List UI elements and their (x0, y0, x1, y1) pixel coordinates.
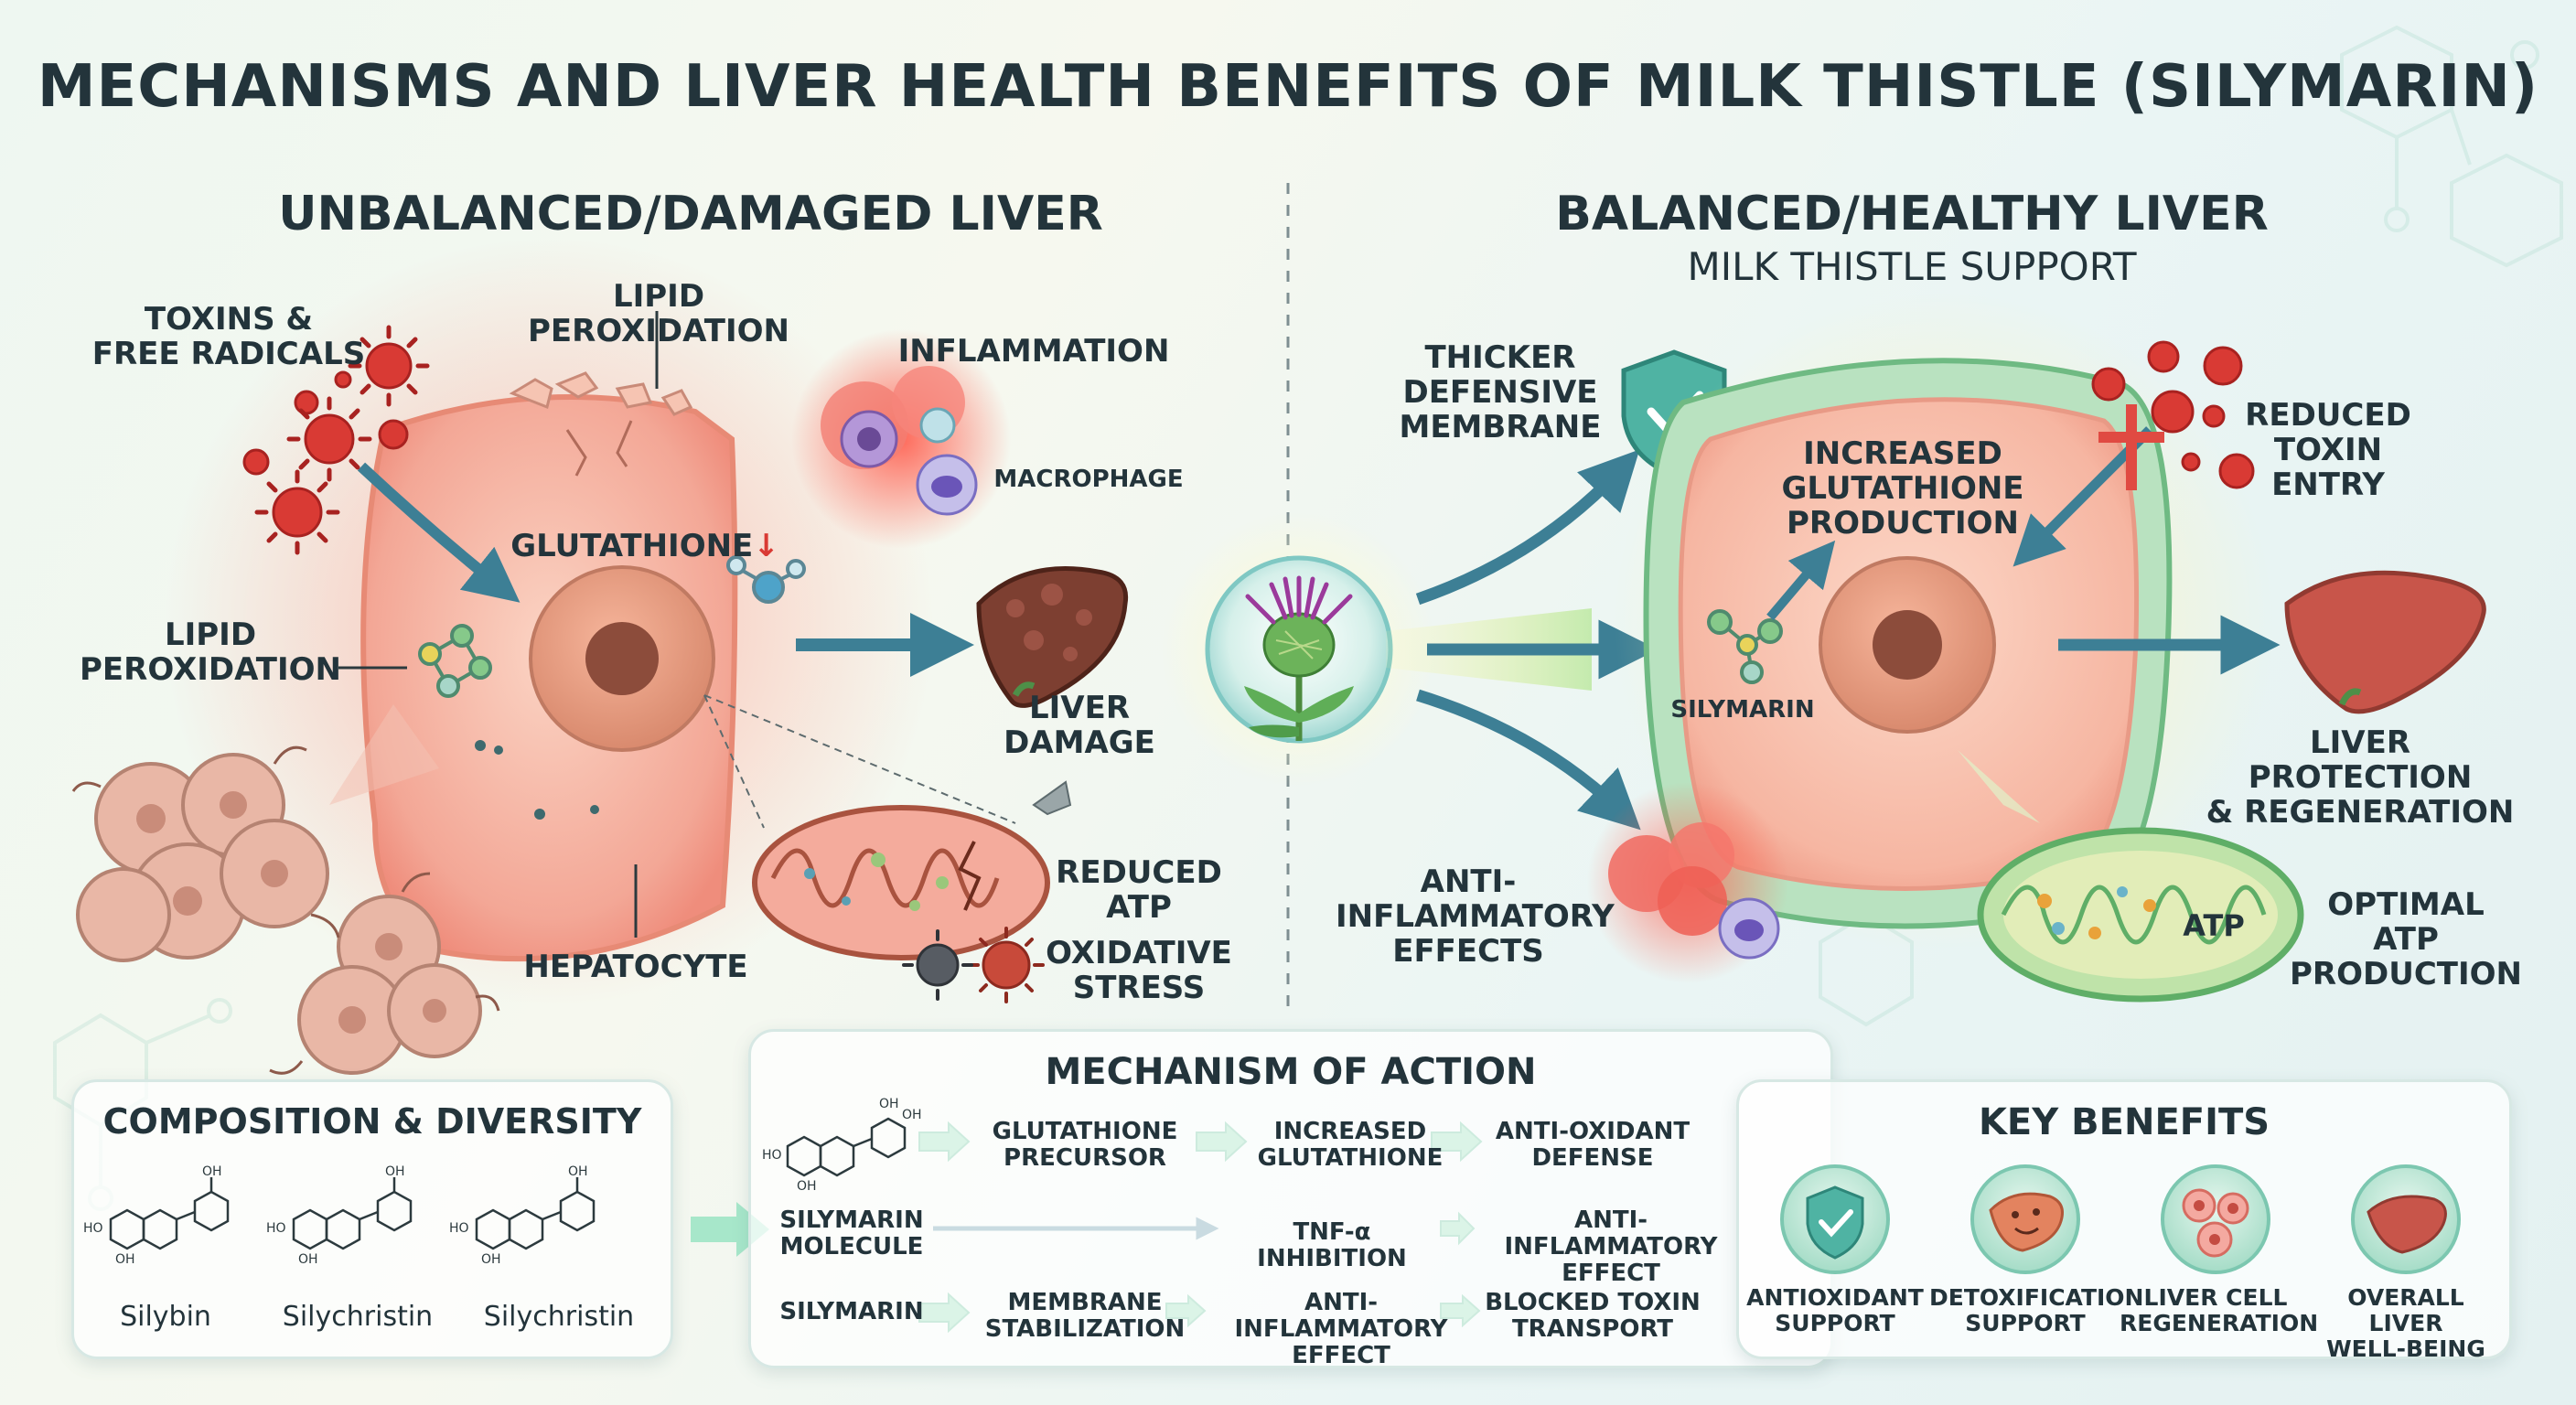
label-oxidative-stress: OXIDATIVE STRESS (1046, 935, 1232, 1007)
macrophage-cell (916, 454, 978, 516)
mechanism-step-membrane-stabilization: MEMBRANE STABILIZATION (984, 1289, 1186, 1344)
mech-chem-label-oh-3: OH (797, 1179, 817, 1192)
overall-liver-icon (2351, 1164, 2461, 1274)
label-hepatocyte: HEPATOCYTE (523, 949, 748, 985)
label-lipid-peroxidation-left: LIPID PEROXIDATION (80, 617, 341, 689)
label-reduced-atp: REDUCED ATP (1056, 854, 1222, 927)
block-cross-icon (2098, 404, 2164, 490)
molecule-name-silybin: Silybin (120, 1301, 211, 1333)
chem-label-oh-5: OH (568, 1164, 588, 1179)
mech-chem-label-oh-1: OH (879, 1097, 899, 1111)
label-anti-inflammatory-effects: ANTI- INFLAMMATORY EFFECTS (1336, 863, 1615, 971)
label-lipid-peroxidation-top: LIPID PEROXIDATION (528, 278, 789, 350)
page-title: MECHANISMS AND LIVER HEALTH BENEFITS OF … (37, 53, 2539, 121)
mechanism-step-antioxidant-defense: ANTI-OXIDANT DEFENSE (1495, 1118, 1690, 1173)
silymarin-molecule-structure: HO OH OH OH (762, 1097, 922, 1192)
composition-title: COMPOSITION & DIVERSITY (102, 1101, 642, 1142)
chem-label-ho-2: HO (266, 1221, 286, 1236)
mechanism-step-tnf-inhibition: TNF-α INHIBITION (1257, 1218, 1407, 1273)
mechanism-row3-silymarin: SILYMARIN (779, 1298, 924, 1325)
label-toxins-free-radicals: TOXINS & FREE RADICALS (91, 301, 366, 373)
label-macrophage: MACROPHAGE (993, 466, 1184, 493)
glutathione-molecule (726, 555, 806, 604)
milk-thistle-flower-icon (1244, 575, 1354, 741)
chem-label-oh-6: OH (481, 1252, 501, 1267)
label-reduced-toxin-entry: REDUCED TOXIN ENTRY (2245, 397, 2411, 504)
right-heading: BALANCED/HEALTHY LIVER (1555, 187, 2269, 241)
blocked-toxins (2091, 340, 2255, 489)
oxidative-radicals (902, 927, 1045, 1003)
label-inflammation: INFLAMMATION (897, 333, 1170, 370)
label-thicker-membrane: THICKER DEFENSIVE MEMBRANE (1399, 339, 1602, 446)
silybin-structure (109, 1177, 230, 1250)
left-heading: UNBALANCED/DAMAGED LIVER (278, 187, 1103, 241)
benefit-detoxification: DETOXIFICATION SUPPORT (1929, 1284, 2144, 1336)
antioxidant-shield-icon (1780, 1164, 1890, 1274)
molecule-name-silychristin-1: Silychristin (282, 1301, 434, 1333)
damaged-mitochondrion (752, 805, 1050, 960)
detox-smiling-liver-icon (1970, 1164, 2080, 1274)
key-benefits-panel: KEY BENEFITS (1736, 1079, 2512, 1362)
label-atp: ATP (2183, 908, 2245, 943)
mechanism-step-glutathione-precursor: GLUTATHIONE PRECURSOR (992, 1118, 1178, 1173)
label-liver-damage: LIVER DAMAGE (1004, 690, 1155, 762)
healthy-mitochondrion (1977, 827, 2304, 1003)
molecule-name-silychristin-2: Silychristin (483, 1301, 635, 1333)
label-liver-protection: LIVER PROTECTION & REGENERATION (2206, 724, 2515, 831)
lipid-peroxidation-molecule (418, 624, 492, 698)
mechanism-molecule-label: SILYMARIN MOLECULE (779, 1207, 924, 1261)
chem-label-oh-4: OH (298, 1252, 318, 1267)
flavonolignan-structures: HO OH OH HO OH OH HO OH OH (83, 1164, 596, 1267)
silychristin-structure-2 (475, 1177, 596, 1250)
glutathione-text: GLUTATHIONE (510, 528, 754, 565)
chem-label-ho-1: HO (83, 1221, 103, 1236)
mechanism-panel: MECHANISM OF ACTION HO OH OH OH SILYMARI… (748, 1029, 1833, 1370)
inflammation-cells (821, 366, 965, 469)
chem-label-oh-2: OH (115, 1252, 135, 1267)
chem-label-oh-1: OH (202, 1164, 222, 1179)
benefits-title: KEY BENEFITS (1978, 1101, 2270, 1143)
anti-inflammatory-cells (1608, 822, 1780, 960)
broken-membrane (509, 371, 693, 416)
label-silymarin-cell: SILYMARIN (1670, 696, 1815, 724)
mech-chem-label-ho: HO (762, 1148, 782, 1163)
mech-chem-label-oh-2: OH (902, 1108, 922, 1122)
healthy-liver (2284, 570, 2486, 714)
silymarin-molecule (1707, 609, 1783, 684)
chem-label-ho-3: HO (449, 1221, 469, 1236)
benefit-icons (1780, 1164, 2461, 1274)
silychristin-structure-1 (292, 1177, 413, 1250)
free-radicals (242, 342, 413, 538)
benefit-well-being: OVERALL LIVER WELL-BEING (2326, 1284, 2485, 1362)
label-optimal-atp: OPTIMAL ATP PRODUCTION (2290, 886, 2522, 993)
label-increased-glutathione: INCREASED GLUTATHIONE PRODUCTION (1781, 435, 2024, 542)
mechanism-step-increased-glutathione: INCREASED GLUTATHIONE (1257, 1118, 1444, 1173)
right-subheading: MILK THISTLE SUPPORT (1687, 244, 2137, 289)
label-glutathione: GLUTATHIONE↓ (508, 494, 782, 563)
glutathione-decrease-arrow: ↓ (753, 528, 779, 565)
regeneration-cells-icon (2161, 1164, 2270, 1274)
benefit-antioxidant: ANTIOXIDANT SUPPORT (1746, 1284, 1924, 1336)
composition-panel: COMPOSITION & DIVERSITY (71, 1079, 673, 1359)
mechanism-title: MECHANISM OF ACTION (1045, 1051, 1537, 1093)
mechanism-step-blocked-toxin: BLOCKED TOXIN TRANSPORT (1485, 1289, 1701, 1344)
benefit-regeneration: LIVER CELL REGENERATION (2120, 1284, 2319, 1336)
mechanism-step-anti-inflammatory-2: ANTI-INFLAMMATORY EFFECT (1234, 1289, 1448, 1370)
mechanism-step-anti-inflammatory-1: ANTI-INFLAMMATORY EFFECT (1504, 1207, 1718, 1288)
chem-label-oh-3: OH (385, 1164, 405, 1179)
